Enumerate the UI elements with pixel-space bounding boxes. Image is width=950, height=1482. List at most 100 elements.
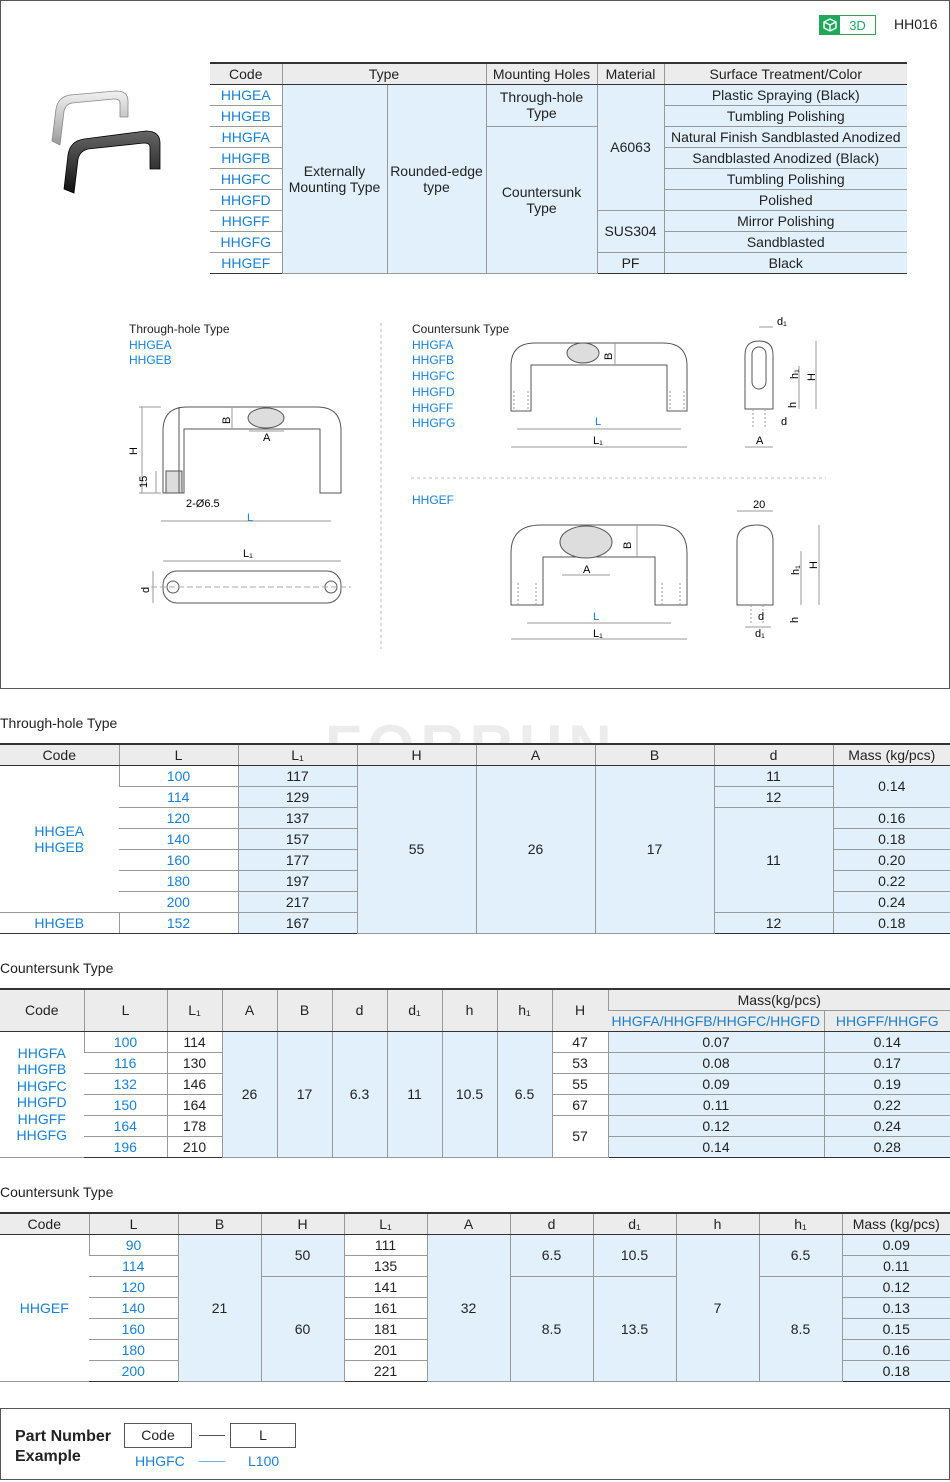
countersunk-caption-title: Countersunk Type: [412, 322, 510, 336]
l1-cell: 164: [166, 1094, 222, 1116]
code-link[interactable]: HHGEF: [0, 1234, 89, 1382]
col-header: B: [177, 1212, 261, 1235]
mass-cell: 0.13: [841, 1297, 950, 1319]
material-cell: PF: [596, 252, 665, 274]
code-link[interactable]: HHGEA: [129, 337, 172, 352]
l-cell[interactable]: 114: [89, 1255, 178, 1277]
l-cell[interactable]: 90: [88, 1234, 178, 1256]
col-header-type: Type: [281, 62, 487, 85]
l-cell[interactable]: 100: [118, 765, 238, 787]
l-cell[interactable]: 164: [84, 1115, 167, 1137]
material-cell: A6063: [596, 84, 665, 211]
section-title: Countersunk Type: [0, 960, 114, 976]
dim-H: H: [808, 561, 820, 569]
mass-cell: 0.12: [841, 1276, 950, 1298]
mass-cell: 0.09: [607, 1073, 824, 1095]
height-cell: 57: [551, 1115, 608, 1158]
code-link[interactable]: HHGFA: [412, 337, 454, 352]
l-cell[interactable]: 132: [84, 1073, 167, 1095]
l-cell[interactable]: 160: [89, 1318, 178, 1340]
code-link[interactable]: HHGFC: [412, 369, 455, 384]
code-link[interactable]: HHGEA: [34, 822, 85, 839]
through-front-view: [139, 406, 342, 522]
l-cell[interactable]: 180: [119, 870, 238, 892]
code-link[interactable]: HHGFC: [16, 1077, 67, 1094]
code-link[interactable]: HHGEB: [129, 353, 172, 368]
mass-cell: 0.24: [823, 1115, 950, 1137]
h1-cell: 8.5: [758, 1276, 842, 1382]
dim-d: d: [758, 611, 764, 623]
code-link[interactable]: HHGEA: [210, 84, 282, 106]
l-cell[interactable]: 150: [84, 1094, 167, 1116]
code-link[interactable]: HHGEF: [412, 493, 454, 507]
col-header: B: [276, 988, 332, 1032]
l-cell[interactable]: 152: [118, 912, 238, 934]
l1-cell: 201: [343, 1339, 427, 1361]
cube-icon: [820, 16, 840, 34]
mass-subheader: HHGFF/HHGFG: [823, 1010, 950, 1032]
part-number-title-line2: Example: [15, 1448, 81, 1465]
pn-separator: [199, 1435, 225, 1436]
l-cell[interactable]: 200: [119, 891, 238, 913]
code-link[interactable]: HHGFD: [412, 384, 455, 399]
code-link[interactable]: HHGFA: [210, 126, 282, 148]
col-header: d₁: [386, 988, 442, 1032]
code-link[interactable]: HHGEB: [210, 105, 282, 127]
d1-cell: 10.5: [592, 1234, 676, 1277]
code-link[interactable]: HHGFG: [16, 1127, 68, 1143]
l-cell[interactable]: 120: [89, 1276, 178, 1298]
through-caption-title: Through-hole Type: [129, 322, 230, 336]
l-cell[interactable]: 100: [83, 1031, 167, 1053]
d-cell: 6.5: [509, 1234, 593, 1277]
code-link[interactable]: HHGFD: [16, 1094, 67, 1110]
code-link[interactable]: HHGFG: [412, 416, 456, 431]
l-cell[interactable]: 180: [89, 1339, 178, 1361]
d-cell: 11: [713, 765, 833, 787]
dim-h1: h₁: [790, 565, 802, 575]
code-link[interactable]: HHGFA: [17, 1044, 66, 1061]
col-header: Code: [0, 988, 84, 1032]
col-header-mass: Mass(kg/pcs): [607, 988, 950, 1011]
code-link[interactable]: HHGFG: [210, 231, 282, 253]
dim-20: 20: [753, 499, 765, 511]
l-cell[interactable]: 140: [89, 1297, 178, 1319]
code-link[interactable]: HHGFB: [17, 1061, 67, 1077]
height-cell: 60: [260, 1276, 344, 1382]
pn-l-label: L: [230, 1423, 296, 1448]
col-header: L₁: [237, 743, 357, 766]
l-cell[interactable]: 140: [119, 828, 238, 850]
surface-cell: Polished: [663, 189, 908, 211]
code-link[interactable]: HHGFF: [210, 210, 282, 232]
surface-cell: Sandblasted: [663, 231, 908, 253]
l1-cell: 129: [237, 786, 357, 808]
col-header: A: [475, 743, 595, 766]
code-link[interactable]: HHGFD: [210, 189, 282, 211]
mass-cell: 0.18: [841, 1360, 950, 1382]
l-cell[interactable]: 114: [119, 786, 238, 808]
code-link[interactable]: HHGEF: [210, 252, 282, 274]
l1-cell: 178: [166, 1115, 222, 1137]
code-link[interactable]: HHGFB: [412, 353, 454, 368]
code-link[interactable]: HHGFF: [412, 400, 454, 415]
l-cell[interactable]: 120: [119, 807, 238, 829]
d1-cell: 13.5: [592, 1276, 676, 1382]
l1-cell: 217: [237, 891, 357, 913]
material-cell: SUS304: [596, 210, 665, 253]
h1-cell: 6.5: [496, 1031, 552, 1158]
dim-L1: L₁: [243, 548, 253, 560]
dim-L1: L₁: [593, 628, 603, 640]
l1-cell: 137: [237, 807, 357, 829]
mass-cell: 0.14: [607, 1136, 824, 1158]
l-cell[interactable]: 200: [89, 1360, 178, 1382]
code-link[interactable]: HHGFC: [210, 168, 282, 190]
code-link[interactable]: HHGFB: [210, 147, 282, 169]
l-cell[interactable]: 116: [84, 1052, 167, 1074]
code-link[interactable]: HHGEB: [34, 838, 85, 855]
hhgef-table: Code L B H L₁ A d d₁ h h₁ Mass (kg/pcs) …: [0, 1212, 950, 1382]
surface-cell: Black: [663, 252, 908, 274]
code-link[interactable]: HHGEB: [0, 912, 119, 934]
l-cell[interactable]: 196: [84, 1136, 167, 1158]
l-cell[interactable]: 160: [119, 849, 238, 871]
3d-model-button[interactable]: 3D: [819, 15, 876, 35]
code-link[interactable]: HHGFF: [17, 1110, 66, 1127]
